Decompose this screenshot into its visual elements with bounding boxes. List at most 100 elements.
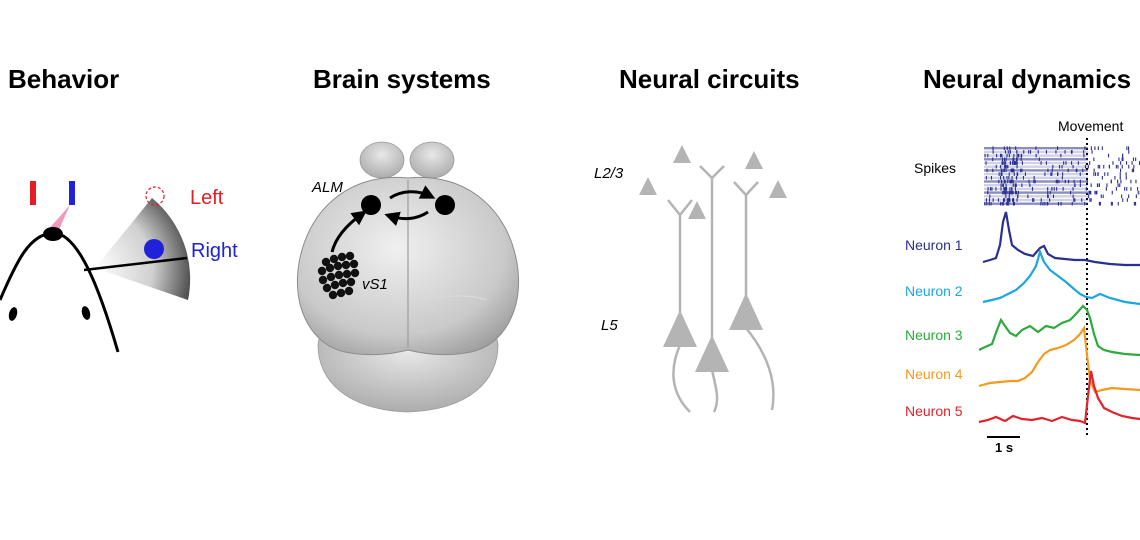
l23-neuron-1 — [673, 145, 691, 163]
spike-tick — [1003, 168, 1005, 173]
spike-tick — [1086, 179, 1088, 184]
spike-tick — [1111, 201, 1113, 206]
spike-tick — [1006, 187, 1008, 191]
spike-tick — [1006, 164, 1008, 169]
spike-tick — [1003, 176, 1005, 180]
left-pole-position — [145, 186, 165, 206]
spike-tick — [1079, 179, 1081, 184]
spike-tick — [1009, 187, 1011, 191]
spike-tick — [1128, 150, 1130, 154]
spike-tick — [1003, 198, 1005, 202]
spike-tick — [1077, 161, 1079, 165]
spike-tick — [1126, 161, 1128, 165]
spike-tick — [1008, 153, 1010, 158]
spike-tick — [1042, 201, 1044, 206]
spike-tick — [1083, 153, 1085, 158]
spike-tick — [1132, 157, 1134, 162]
spike-tick — [1046, 201, 1048, 206]
spike-tick — [1024, 172, 1026, 176]
spike-tick — [1011, 187, 1013, 191]
spike-tick — [985, 198, 987, 202]
spike-tick — [1013, 161, 1015, 165]
alm-label: ALM — [311, 179, 343, 196]
spike-tick — [1004, 187, 1006, 191]
spike-tick — [1017, 194, 1019, 199]
spike-tick — [1015, 190, 1017, 195]
neuron-5-trace — [978, 370, 1140, 425]
spike-tick — [1130, 187, 1132, 191]
spike-tick — [1002, 183, 1004, 187]
l23-neuron-4 — [745, 151, 763, 169]
spike-tick — [1001, 201, 1003, 206]
neuron-4-trace — [978, 324, 1140, 394]
spike-tick — [1008, 190, 1010, 195]
spike-tick — [1135, 157, 1137, 162]
spike-tick — [1121, 194, 1123, 199]
spike-tick — [1107, 172, 1109, 176]
vs1-label: vS1 — [362, 276, 388, 293]
spike-tick — [1095, 172, 1097, 176]
spike-tick — [1096, 190, 1098, 195]
spike-tick — [1002, 183, 1004, 187]
spike-tick — [1050, 172, 1052, 176]
spike-tick — [1011, 190, 1013, 195]
neuron-3-label: Neuron 3 — [905, 327, 963, 343]
pyramidal-soma-1 — [663, 310, 697, 347]
spike-tick — [1119, 183, 1121, 187]
spike-tick — [1087, 164, 1089, 169]
spike-tick — [1085, 187, 1087, 191]
spike-tick — [1007, 198, 1009, 202]
spike-tick — [1040, 201, 1042, 206]
spike-tick — [1009, 161, 1011, 165]
spike-tick — [1015, 146, 1017, 150]
spike-tick — [1125, 176, 1127, 180]
spike-tick — [1007, 179, 1009, 184]
spike-tick — [1137, 187, 1139, 191]
spike-tick — [1088, 190, 1090, 195]
whisker-cone — [95, 198, 191, 300]
spike-tick — [1003, 146, 1005, 150]
spike-tick — [1055, 150, 1057, 154]
spike-tick — [1056, 187, 1058, 191]
spike-tick — [1137, 190, 1139, 195]
spike-tick — [1031, 187, 1033, 191]
spikes-label: Spikes — [914, 160, 956, 176]
spike-tick — [1021, 183, 1023, 187]
spike-tick — [1061, 164, 1063, 169]
alm-right-dot — [435, 195, 455, 215]
spike-tick — [1009, 146, 1011, 150]
spike-tick — [1104, 172, 1106, 176]
spike-tick — [1012, 168, 1014, 173]
spike-tick — [1002, 168, 1004, 173]
spike-tick — [1062, 172, 1064, 176]
alm-left-dot — [361, 195, 381, 215]
spike-tick — [1120, 161, 1122, 165]
spike-tick — [1007, 150, 1009, 154]
spike-tick — [998, 179, 1000, 184]
spike-tick — [1005, 157, 1007, 162]
spike-tick — [1094, 146, 1096, 150]
spike-tick — [1011, 176, 1013, 180]
spike-tick — [1051, 187, 1053, 191]
panel-title-circuits: Neural circuits — [619, 64, 800, 94]
spike-tick — [1040, 198, 1042, 202]
spike-tick — [1009, 179, 1011, 184]
spike-tick — [1105, 187, 1107, 191]
spike-tick — [1033, 176, 1035, 180]
mouse-nose — [43, 227, 63, 241]
neuron-2-trace — [982, 248, 1140, 306]
spike-tick — [987, 187, 989, 191]
spike-tick — [1044, 172, 1046, 176]
spike-tick — [1128, 194, 1130, 199]
spike-tick — [1001, 172, 1003, 176]
spike-tick — [1133, 164, 1135, 169]
spike-tick — [1071, 161, 1073, 165]
spike-tick — [1071, 150, 1073, 154]
spike-tick — [1115, 164, 1117, 169]
left-lick-spout — [30, 181, 36, 205]
spike-tick — [1020, 153, 1022, 158]
spike-tick — [1051, 168, 1053, 173]
raster-row — [984, 180, 1088, 183]
scale-bar-label: 1 s — [995, 440, 1013, 455]
